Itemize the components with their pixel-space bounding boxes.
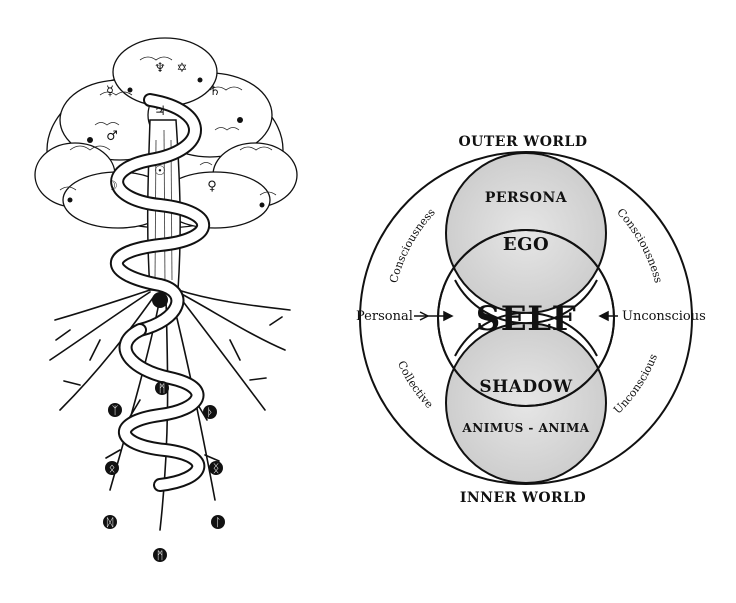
rune-2-icon: ᛉ (112, 404, 119, 417)
self-lens (446, 280, 606, 356)
symbol-sun-icon: ☉ (154, 164, 166, 179)
ego-label: EGO (503, 234, 549, 255)
symbol-moon-icon: ☽ (106, 179, 118, 194)
symbol-saturn-icon: ♄ (209, 84, 221, 99)
rune-5-icon: ᛝ (213, 462, 220, 475)
unconscious-label-right: Unconscious (622, 309, 706, 324)
left-arrow (414, 310, 454, 322)
rune-7-icon: ᛚ (215, 516, 222, 529)
right-arrow (598, 310, 618, 322)
serpent-head (152, 292, 168, 308)
symbol-venus-icon: ♀ (207, 179, 217, 194)
root-symbols: ᛗ ᛉ ᚦ ᛟ ᛝ ᛞ ᛚ ᛗ (103, 381, 225, 562)
serpent (110, 93, 210, 492)
world-tree-illustration: ♆ ✡ ☿ ♄ ♃ ♂ ☉ ♀ ☽ ᛗ ᛉ ᚦ ᛟ ᛝ ᛞ ᛚ (34, 37, 298, 562)
symbol-jupiter-icon: ♃ (154, 104, 166, 119)
foliage-texture (59, 56, 277, 196)
psyche-diagram: PERSONA EGO SELF SHADOW ANIMUS - ANIMA O… (356, 134, 706, 506)
collective-label: Collective (395, 359, 436, 411)
crown-symbols: ♆ ✡ ☿ ♄ ♃ ♂ ☉ ♀ ☽ (106, 61, 221, 194)
rune-4-icon: ᛟ (109, 462, 116, 475)
symbol-mercury-icon: ☿ (106, 84, 114, 99)
unconscious-arc-label: Unconscious (611, 352, 660, 417)
persona-label: PERSONA (485, 190, 568, 206)
animus-anima-label: ANIMUS - ANIMA (461, 421, 589, 435)
symbol-neptune-icon: ♆ (154, 61, 166, 76)
self-label: SELF (476, 299, 577, 339)
rune-3-icon: ᚦ (207, 406, 214, 419)
inner-world-label: INNER WORLD (460, 490, 586, 506)
rune-6-icon: ᛞ (107, 516, 114, 529)
symbol-star-icon: ✡ (177, 61, 188, 76)
rune-1-icon: ᛗ (159, 382, 166, 395)
rune-8-icon: ᛗ (157, 549, 164, 562)
personal-label: Personal (356, 309, 413, 324)
symbol-mars-icon: ♂ (106, 129, 118, 144)
shadow-label: SHADOW (479, 377, 573, 397)
outer-world-label: OUTER WORLD (458, 134, 587, 150)
